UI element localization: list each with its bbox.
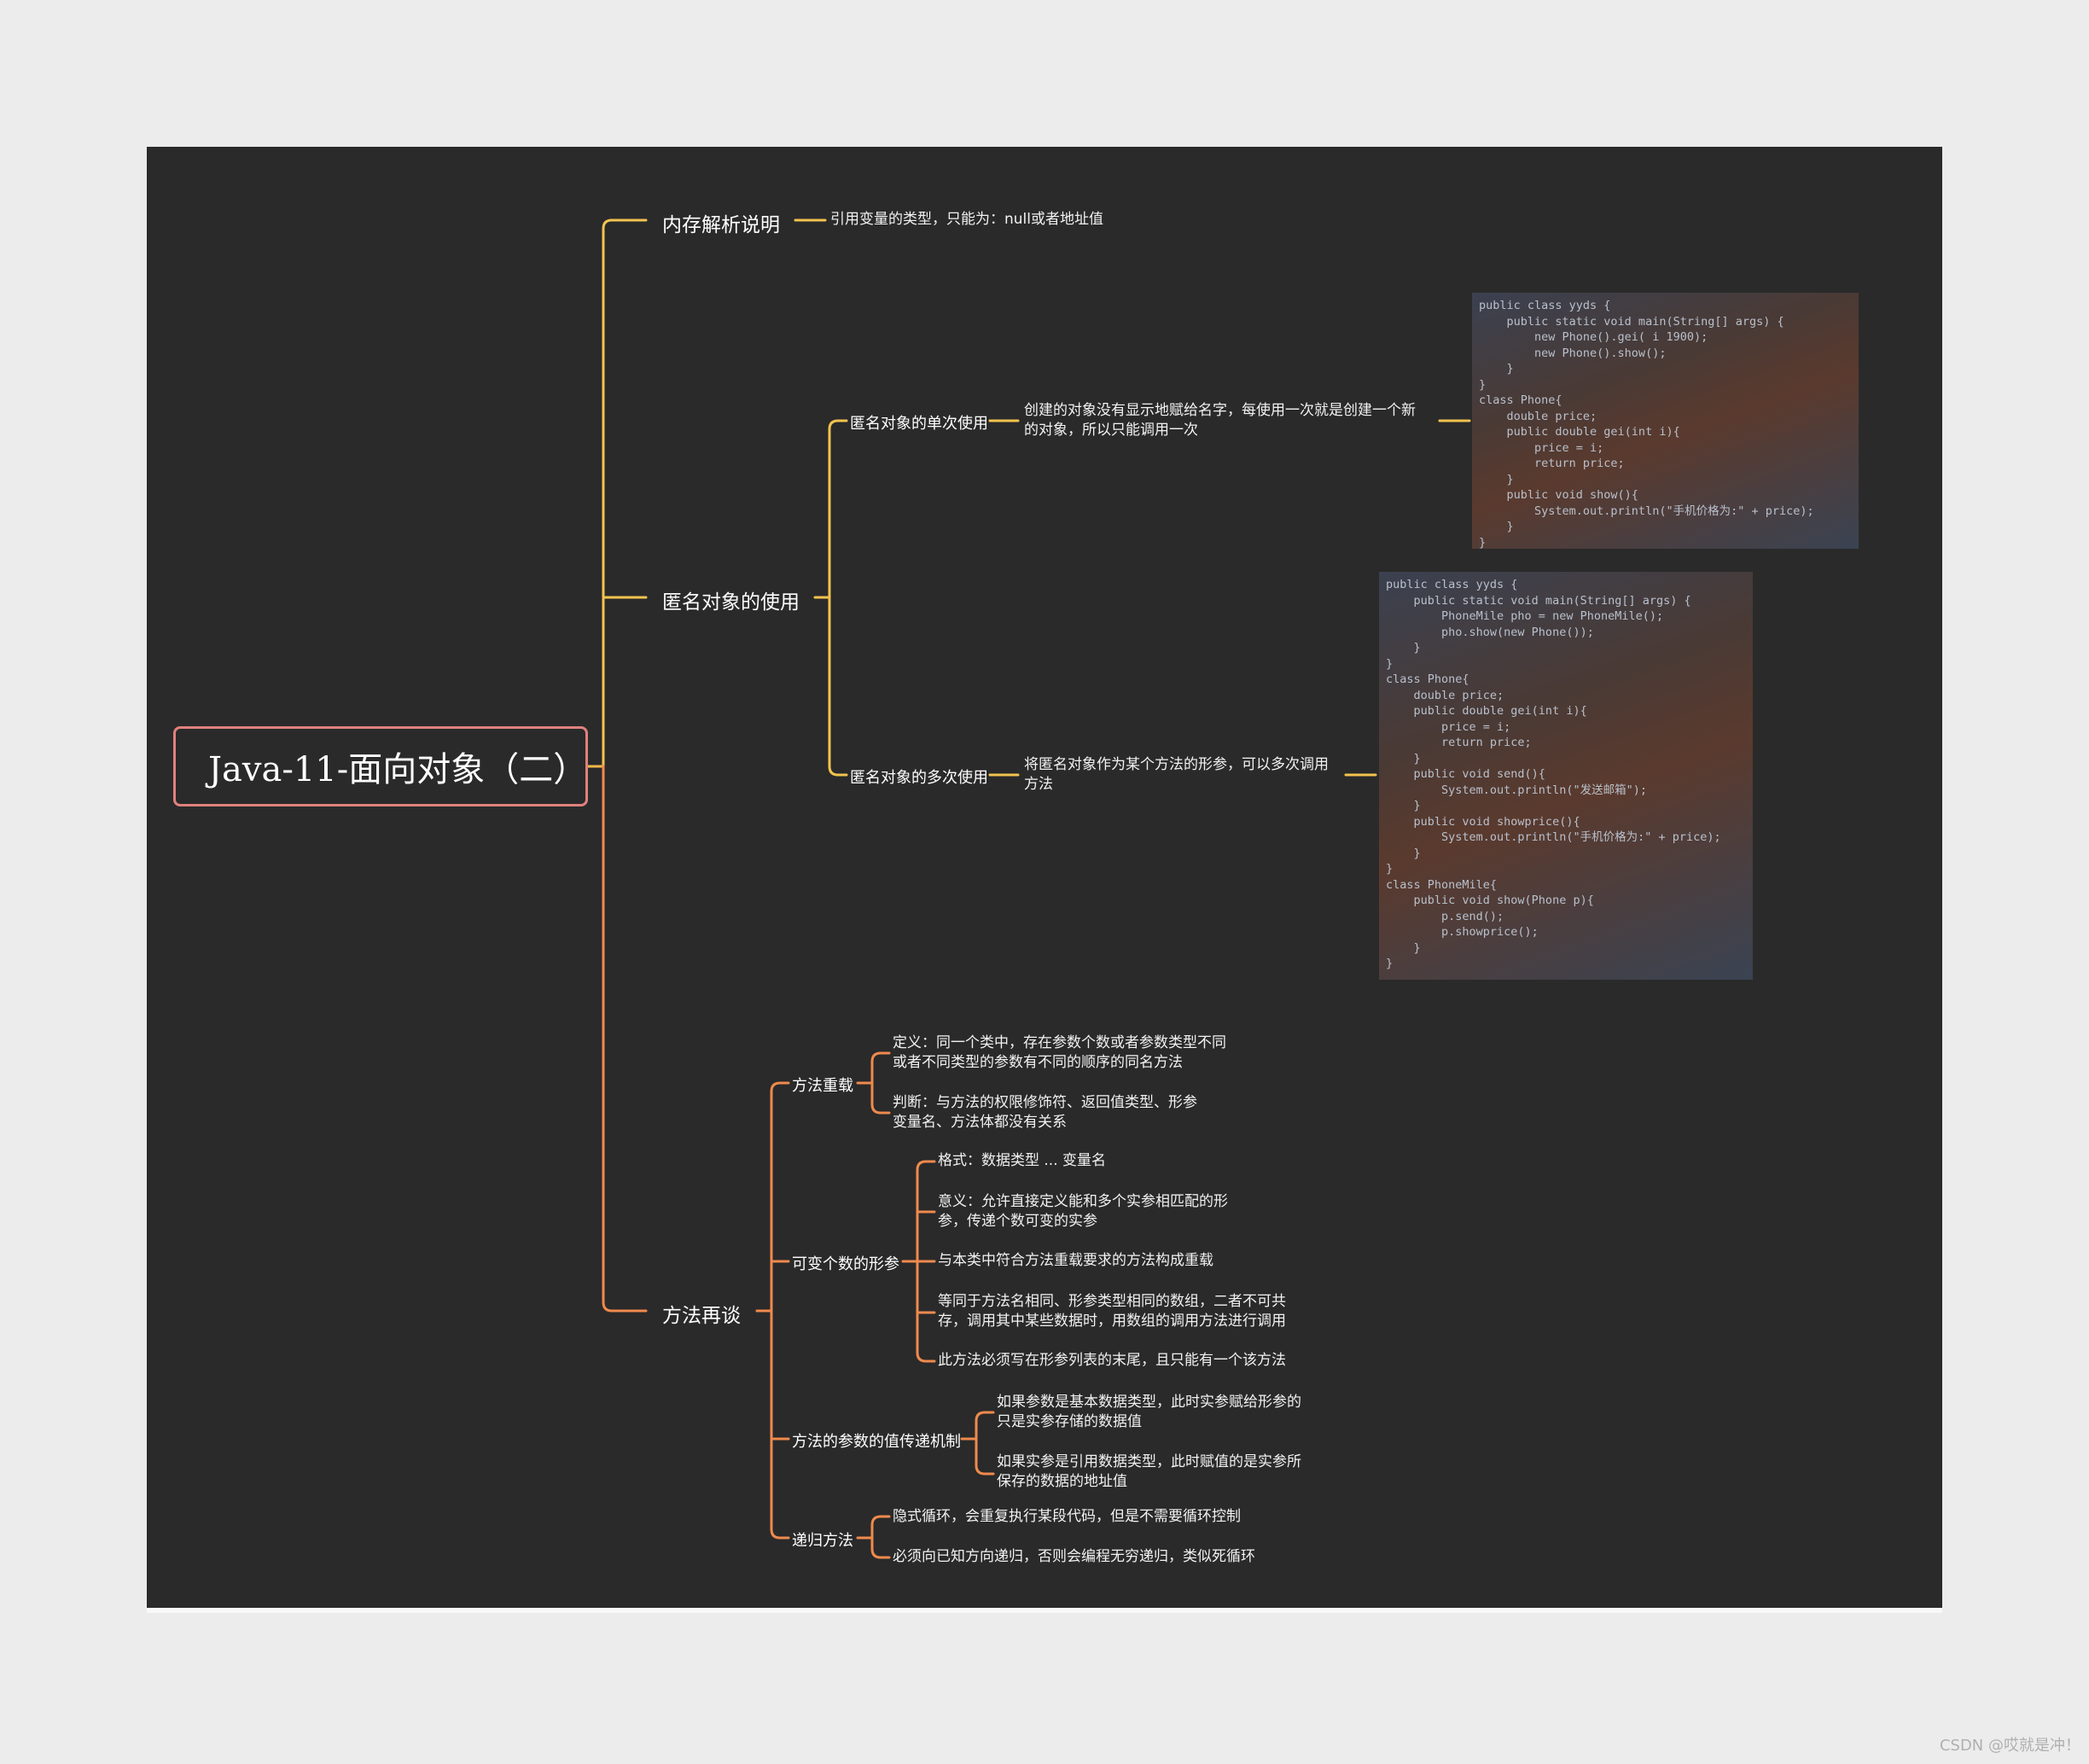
topic-anonymous[interactable]: 匿名对象的使用 xyxy=(662,591,800,614)
recursion-item-1[interactable]: 隐式循环，会重复执行某段代码，但是不需要循环控制 xyxy=(893,1507,1241,1527)
varargs-item-4-line-1: 等同于方法名相同、形参类型相同的数组，二者不可共 xyxy=(938,1293,1286,1310)
code-single-line-16: } xyxy=(1479,535,1487,550)
code-multi-line-1: public class yyds { xyxy=(1386,578,1518,591)
code-multi-line-2: public static void main(String[] args) { xyxy=(1386,593,1691,608)
varargs-item-2[interactable]: 意义：允许直接定义能和多个实参相匹配的形 参，传递个数可变的实参 xyxy=(938,1192,1228,1231)
passing-item-1-line-2: 只是实参存储的数据值 xyxy=(997,1413,1142,1430)
overload-item-2-line-1: 判断：与方法的权限修饰符、返回值类型、形参 xyxy=(893,1094,1197,1111)
varargs-item-4-line-2: 存，调用其中某些数据时，用数组的调用方法进行调用 xyxy=(938,1313,1286,1330)
code-multi-line-12: } xyxy=(1386,751,1421,766)
passing-item-2[interactable]: 如果实参是引用数据类型，此时赋值的是实参所 保存的数据的地址值 xyxy=(997,1453,1301,1492)
code-single-line-9: public double gei(int i){ xyxy=(1479,425,1680,439)
code-multi-line-17: System.out.println("手机价格为:" + price); xyxy=(1386,830,1721,844)
varargs-item-5[interactable]: 此方法必须写在形参列表的末尾，且只能有一个该方法 xyxy=(938,1351,1286,1371)
passing-item-1[interactable]: 如果参数是基本数据类型，此时实参赋给形参的 只是实参存储的数据值 xyxy=(997,1393,1301,1432)
varargs-item-4[interactable]: 等同于方法名相同、形参类型相同的数组，二者不可共 存，调用其中某些数据时，用数组… xyxy=(938,1292,1286,1331)
subtopic-anon-multi[interactable]: 匿名对象的多次使用 xyxy=(850,769,988,787)
code-single-line-15: } xyxy=(1479,520,1514,533)
code-multi-line-10: price = i; xyxy=(1386,719,1511,734)
recursion-item-2[interactable]: 必须向已知方向递归，否则会编程无穷递归，类似死循环 xyxy=(893,1547,1255,1567)
overload-item-1[interactable]: 定义：同一个类中，存在参数个数或者参数类型不同 或者不同类型的参数有不同的顺序的… xyxy=(893,1033,1226,1073)
code-multi-line-8: double price; xyxy=(1386,688,1504,702)
passing-item-2-line-2: 保存的数据的地址值 xyxy=(997,1473,1127,1490)
varargs-item-1-line-1: 格式：数据类型 ... 变量名 xyxy=(938,1152,1107,1169)
varargs-item-1[interactable]: 格式：数据类型 ... 变量名 xyxy=(938,1151,1106,1171)
anon-multi-desc[interactable]: 将匿名对象作为某个方法的形参，可以多次调用 方法 xyxy=(1024,755,1329,795)
code-multi-line-4: pho.show(new Phone()); xyxy=(1386,625,1594,639)
subtopic-passing[interactable]: 方法的参数的值传递机制 xyxy=(792,1433,961,1451)
overload-item-1-line-2: 或者不同类型的参数有不同的顺序的同名方法 xyxy=(893,1054,1183,1071)
code-multi-line-13: public void send(){ xyxy=(1386,767,1545,781)
csdn-watermark: CSDN @哎就是冲！ xyxy=(1939,1737,2080,1755)
varargs-item-3[interactable]: 与本类中符合方法重载要求的方法构成重载 xyxy=(938,1251,1213,1271)
passing-item-1-line-1: 如果参数是基本数据类型，此时实参赋给形参的 xyxy=(997,1394,1301,1411)
code-multi-line-7: class Phone{ xyxy=(1386,672,1469,686)
topic-method[interactable]: 方法再谈 xyxy=(662,1305,741,1327)
varargs-item-5-line-1: 此方法必须写在形参列表的末尾，且只能有一个该方法 xyxy=(938,1352,1286,1369)
code-single-line-13: public void show(){ xyxy=(1479,488,1638,502)
anon-single-desc-line-2: 的对象，所以只能调用一次 xyxy=(1024,422,1198,439)
code-single-line-6: } xyxy=(1479,377,1487,392)
recursion-item-2-line-1: 必须向已知方向递归，否则会编程无穷递归，类似死循环 xyxy=(893,1548,1255,1565)
subtopic-anon-single[interactable]: 匿名对象的单次使用 xyxy=(850,415,988,433)
code-multi-line-9: public double gei(int i){ xyxy=(1386,704,1587,718)
passing-item-2-line-1: 如果实参是引用数据类型，此时赋值的是实参所 xyxy=(997,1453,1301,1470)
subtopic-recursion[interactable]: 递归方法 xyxy=(792,1532,853,1550)
code-multi-line-20: class PhoneMile{ xyxy=(1386,877,1498,892)
code-single-line-4: new Phone().show(); xyxy=(1479,346,1667,360)
root-topic[interactable]: Java-11-面向对象（二） xyxy=(173,726,588,806)
code-multi-line-19: } xyxy=(1386,862,1394,876)
code-multi-line-11: return price; xyxy=(1386,736,1532,749)
code-screenshot-single[interactable]: public class yyds { public static void m… xyxy=(1472,293,1859,549)
anon-multi-desc-line-2: 方法 xyxy=(1024,776,1053,793)
subtopic-varargs[interactable]: 可变个数的形参 xyxy=(792,1255,899,1273)
memory-note[interactable]: 引用变量的类型，只能为：null或者地址值 xyxy=(830,210,1103,230)
memory-note-line: 引用变量的类型，只能为：null或者地址值 xyxy=(830,211,1103,228)
code-multi-line-18: } xyxy=(1386,846,1421,860)
overload-item-2[interactable]: 判断：与方法的权限修饰符、返回值类型、形参 变量名、方法体都没有关系 xyxy=(893,1093,1197,1132)
code-multi-line-25: } xyxy=(1386,957,1394,970)
varargs-item-2-line-2: 参，传递个数可变的实参 xyxy=(938,1213,1097,1230)
code-single-line-12: } xyxy=(1479,472,1514,486)
code-single-line-8: double price; xyxy=(1479,409,1597,423)
code-single-line-11: return price; xyxy=(1479,457,1625,470)
code-single-line-14: System.out.println("手机价格为:" + price); xyxy=(1479,504,1814,518)
code-single-line-5: } xyxy=(1479,362,1514,376)
code-single-line-7: class Phone{ xyxy=(1479,393,1562,407)
varargs-item-2-line-1: 意义：允许直接定义能和多个实参相匹配的形 xyxy=(938,1193,1228,1210)
code-multi-line-24: } xyxy=(1386,940,1421,955)
code-multi-line-6: } xyxy=(1386,656,1394,671)
code-multi-line-3: PhoneMile pho = new PhoneMile(); xyxy=(1386,609,1664,623)
anon-multi-desc-line-1: 将匿名对象作为某个方法的形参，可以多次调用 xyxy=(1024,756,1329,773)
code-multi-line-15: } xyxy=(1386,799,1421,812)
code-single-line-1: public class yyds { xyxy=(1479,299,1611,312)
overload-item-2-line-2: 变量名、方法体都没有关系 xyxy=(893,1114,1067,1131)
code-single-line-2: public static void main(String[] args) { xyxy=(1479,314,1784,329)
code-multi-line-21: public void show(Phone p){ xyxy=(1386,894,1594,907)
varargs-item-3-line-1: 与本类中符合方法重载要求的方法构成重载 xyxy=(938,1252,1213,1269)
code-multi-line-22: p.send(); xyxy=(1386,909,1504,923)
code-multi-line-14: System.out.println("发送邮箱"); xyxy=(1386,783,1647,797)
anon-single-desc[interactable]: 创建的对象没有显示地赋给名字，每使用一次就是创建一个新 的对象，所以只能调用一次 xyxy=(1024,401,1416,440)
code-single-line-3: new Phone().gei( i 1900); xyxy=(1479,330,1708,344)
recursion-item-1-line-1: 隐式循环，会重复执行某段代码，但是不需要循环控制 xyxy=(893,1508,1241,1525)
code-single-line-10: price = i; xyxy=(1479,440,1604,455)
code-screenshot-multi[interactable]: public class yyds { public static void m… xyxy=(1379,572,1753,980)
code-multi-line-23: p.showprice(); xyxy=(1386,925,1539,939)
topic-memory[interactable]: 内存解析说明 xyxy=(662,214,780,236)
overload-item-1-line-1: 定义：同一个类中，存在参数个数或者参数类型不同 xyxy=(893,1034,1226,1051)
code-multi-line-5: } xyxy=(1386,641,1421,655)
code-multi-line-16: public void showprice(){ xyxy=(1386,814,1580,829)
subtopic-overload[interactable]: 方法重载 xyxy=(792,1077,853,1095)
anon-single-desc-line-1: 创建的对象没有显示地赋给名字，每使用一次就是创建一个新 xyxy=(1024,402,1416,419)
